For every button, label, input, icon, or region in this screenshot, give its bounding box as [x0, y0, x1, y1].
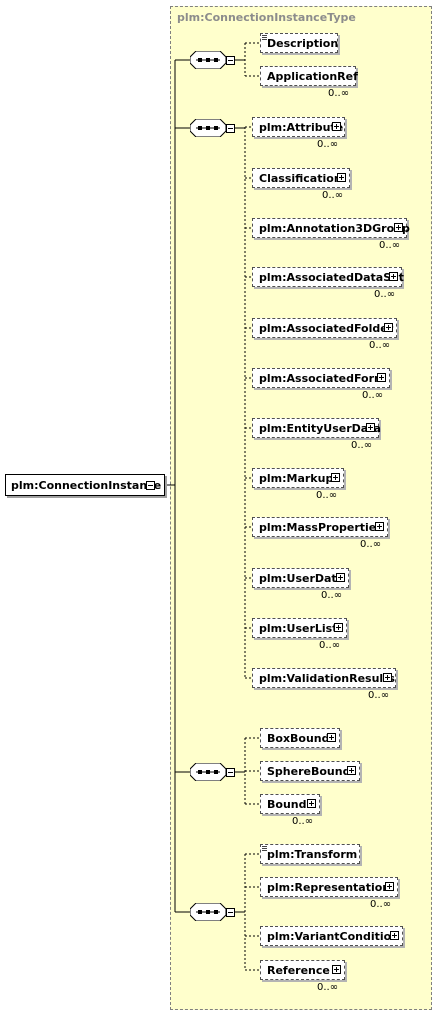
element-label: plm:Representation: [267, 881, 391, 894]
element-annotation3dgroup[interactable]: plm:Annotation3DGroup: [252, 218, 410, 238]
occurrence-label: 0..∞: [370, 899, 392, 910]
occurrence-label: 0..∞: [319, 640, 341, 651]
element-label: BoxBound: [267, 732, 330, 745]
occurrence-label: 0..∞: [321, 590, 343, 601]
expand-plus-icon[interactable]: [307, 799, 316, 808]
collapse-minus-icon[interactable]: [226, 124, 235, 133]
element-spherebound[interactable]: SphereBound: [260, 761, 360, 781]
expand-plus-icon[interactable]: [331, 473, 340, 482]
element-label: Bound: [267, 798, 307, 811]
element-label: plm:EntityUserData: [259, 422, 381, 435]
element-transform[interactable]: plm:Transform: [260, 844, 360, 864]
element-representation[interactable]: plm:Representation: [260, 877, 398, 897]
expand-plus-icon[interactable]: [394, 223, 403, 232]
expand-plus-icon[interactable]: [334, 623, 343, 632]
element-userlist[interactable]: plm:UserList: [252, 618, 347, 638]
expand-plus-icon[interactable]: [383, 673, 392, 682]
expand-plus-icon[interactable]: [336, 573, 345, 582]
element-associatedfolder[interactable]: plm:AssociatedFolder: [252, 318, 397, 338]
element-label: plm:UserData: [259, 572, 345, 585]
element-label: Reference: [267, 964, 330, 977]
occurrence-label: 0..∞: [322, 190, 344, 201]
documentation-icon: [262, 846, 267, 852]
element-attribute[interactable]: plm:Attribute: [252, 117, 345, 137]
type-title: plm:ConnectionInstanceType: [177, 11, 356, 24]
element-associatedform[interactable]: plm:AssociatedForm: [252, 368, 390, 388]
element-validationresults[interactable]: plm:ValidationResults: [252, 668, 396, 688]
element-classification[interactable]: Classification: [252, 168, 350, 188]
element-label: plm:Transform: [267, 848, 358, 861]
element-label: plm:Markup: [259, 472, 334, 485]
element-userdata[interactable]: plm:UserData: [252, 568, 349, 588]
element-massproperties[interactable]: plm:MassProperties: [252, 517, 388, 537]
expand-plus-icon[interactable]: [347, 766, 356, 775]
element-label: plm:Attribute: [259, 121, 344, 134]
expand-plus-icon[interactable]: [327, 733, 336, 742]
expand-plus-icon[interactable]: [375, 522, 384, 531]
element-associateddataset[interactable]: plm:AssociatedDataSet: [252, 267, 404, 287]
sequence-compositor-icon[interactable]: [190, 763, 226, 781]
collapse-minus-icon[interactable]: [146, 481, 155, 490]
expand-plus-icon[interactable]: [385, 882, 394, 891]
occurrence-label: 0..∞: [368, 690, 390, 701]
sequence-compositor-icon[interactable]: [190, 51, 226, 69]
expand-plus-icon[interactable]: [366, 423, 375, 432]
expand-plus-icon[interactable]: [377, 373, 386, 382]
expand-plus-icon[interactable]: [332, 122, 341, 131]
collapse-minus-icon[interactable]: [226, 768, 235, 777]
element-boxbound[interactable]: BoxBound: [260, 728, 340, 748]
element-markup[interactable]: plm:Markup: [252, 468, 344, 488]
occurrence-label: 0..∞: [362, 390, 384, 401]
collapse-minus-icon[interactable]: [226, 908, 235, 917]
expand-plus-icon[interactable]: [389, 272, 398, 281]
sequence-compositor-icon[interactable]: [190, 119, 226, 137]
element-reference[interactable]: Reference: [260, 960, 345, 980]
element-label: plm:UserList: [259, 622, 338, 635]
element-label: plm:VariantCondition: [267, 930, 400, 943]
expand-plus-icon[interactable]: [332, 965, 341, 974]
occurrence-label: 0..∞: [369, 340, 391, 351]
element-label: plm:ValidationResults: [259, 672, 395, 685]
expand-plus-icon[interactable]: [390, 931, 399, 940]
occurrence-label: 0..∞: [317, 139, 339, 150]
element-label: Classification: [259, 172, 342, 185]
documentation-icon: [262, 35, 267, 41]
element-label: ApplicationRef: [267, 70, 358, 83]
occurrence-label: 0..∞: [379, 240, 401, 251]
occurrence-label: 0..∞: [317, 982, 339, 993]
expand-plus-icon[interactable]: [337, 173, 346, 182]
root-element-label: plm:ConnectionInstance: [11, 479, 162, 492]
root-element[interactable]: plm:ConnectionInstance: [5, 474, 165, 496]
element-label: plm:AssociatedFolder: [259, 322, 394, 335]
occurrence-label: 0..∞: [328, 88, 350, 99]
element-label: SphereBound: [267, 765, 351, 778]
element-variantcondition[interactable]: plm:VariantCondition: [260, 926, 403, 946]
element-label: plm:MassProperties: [259, 521, 383, 534]
occurrence-label: 0..∞: [374, 289, 396, 300]
occurrence-label: 0..∞: [292, 816, 314, 827]
element-label: plm:AssociatedDataSet: [259, 271, 404, 284]
occurrence-label: 0..∞: [316, 490, 338, 501]
element-bound[interactable]: Bound: [260, 794, 320, 814]
element-entityuserdata[interactable]: plm:EntityUserData: [252, 418, 381, 438]
sequence-compositor-icon[interactable]: [190, 903, 226, 921]
element-label: plm:AssociatedForm: [259, 372, 386, 385]
element-label: Description: [267, 37, 339, 50]
element-label: plm:Annotation3DGroup: [259, 222, 410, 235]
element-description[interactable]: Description: [260, 33, 338, 53]
collapse-minus-icon[interactable]: [226, 56, 235, 65]
element-applicationref[interactable]: ApplicationRef: [260, 66, 358, 86]
occurrence-label: 0..∞: [351, 440, 373, 451]
expand-plus-icon[interactable]: [384, 323, 393, 332]
occurrence-label: 0..∞: [360, 539, 382, 550]
